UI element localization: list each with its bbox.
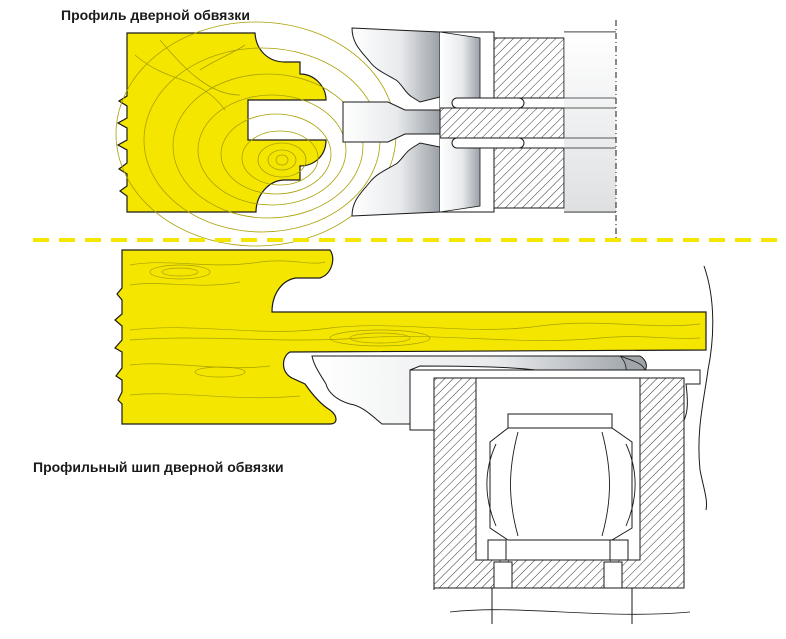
wood-tenon-icon — [114, 249, 707, 425]
caption-door-frame-profile: Профиль дверной обвязки — [61, 7, 250, 23]
hex-nut-icon — [486, 413, 636, 541]
router-cutter-icon — [342, 20, 617, 238]
wood-profile-icon — [115, 21, 397, 247]
caption-profile-tenon: Профильный шип дверной обвязки — [33, 459, 284, 475]
